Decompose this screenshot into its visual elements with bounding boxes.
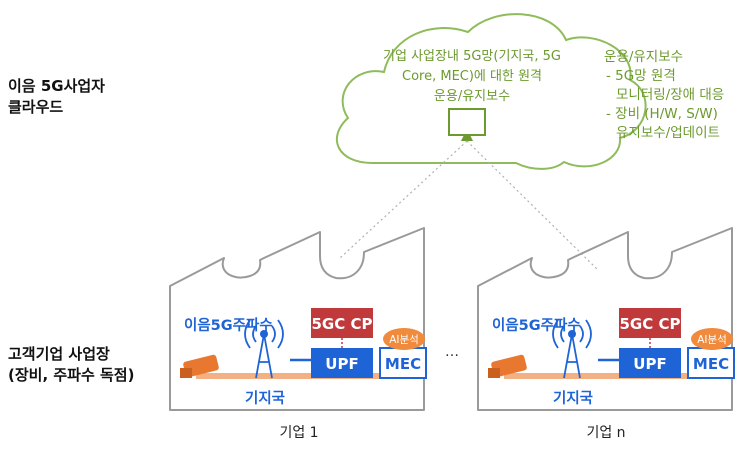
cloud-shape [336, 13, 647, 170]
mec-label: MEC [385, 355, 421, 373]
ellipsis: … [445, 344, 459, 360]
enterprise-1: 이음5G주파수 기지국 5GC CP UPF MEC AI분석 [169, 227, 427, 411]
cloud-desc-line3: 운용/유지보수 [434, 89, 510, 104]
cloud-label-line1: 이음 5G사업자 [8, 77, 105, 95]
cloud-ops-item1: - 5G망 원격 [606, 68, 676, 84]
enterprise-1-name: 기업 1 [279, 425, 318, 441]
site-label-line2: (장비, 주파수 독점) [8, 366, 135, 384]
site-section-label: 고객기업 사업장 (장비, 주파수 독점) [8, 344, 134, 386]
cloud-ops-item1-cont: 모니터링/장애 대응 [616, 87, 724, 103]
cloud-label-line2: 클라우드 [8, 98, 64, 116]
site-label-line1: 고객기업 사업장 [8, 345, 110, 363]
ai-analysis-label: AI분석 [389, 334, 419, 346]
mec-label: MEC [693, 355, 729, 373]
base-station-label: 기지국 [553, 390, 593, 407]
monitor-icon [448, 108, 486, 141]
upf-box [311, 348, 373, 378]
cloud-ops-item2: - 장비 (H/W, S/W) [606, 106, 718, 122]
remote-link-n [466, 140, 599, 271]
cloud-section-label: 이음 5G사업자 클라우드 [8, 76, 105, 118]
cctv-camera-icon [488, 354, 527, 378]
enterprise-n-name: 기업 n [586, 425, 625, 441]
core-cp-box [619, 308, 681, 338]
cloud-desc-line2: Core, MEC)에 대한 원격 [402, 69, 542, 84]
enterprise-n: 이음5G주파수 기지국 5GC CP UPF MEC AI분석 [477, 227, 735, 411]
cloud-desc-line1: 기업 사업장내 5G망(기지국, 5G [383, 49, 561, 64]
frequency-label: 이음5G주파수 [492, 317, 581, 334]
ai-analysis-badge [691, 328, 733, 350]
ai-analysis-label: AI분석 [697, 334, 727, 346]
upf-box [619, 348, 681, 378]
base-station-label: 기지국 [245, 390, 285, 407]
cloud-ops-title: 운용/유지보수 [604, 49, 683, 65]
frequency-label: 이음5G주파수 [184, 317, 273, 334]
upf-label: UPF [633, 355, 666, 373]
core-cp-label: 5GC CP [620, 315, 681, 333]
mec-box [379, 347, 427, 379]
upf-label: UPF [325, 355, 358, 373]
core-cp-box [311, 308, 373, 338]
core-cp-label: 5GC CP [312, 315, 373, 333]
remote-link-1 [339, 140, 468, 259]
antenna-icon [244, 319, 284, 379]
cctv-camera-icon [180, 354, 219, 378]
cloud-ops-item2-cont: 유지보수/업데이트 [616, 125, 720, 141]
ai-analysis-badge [383, 328, 425, 350]
antenna-icon [552, 319, 592, 379]
